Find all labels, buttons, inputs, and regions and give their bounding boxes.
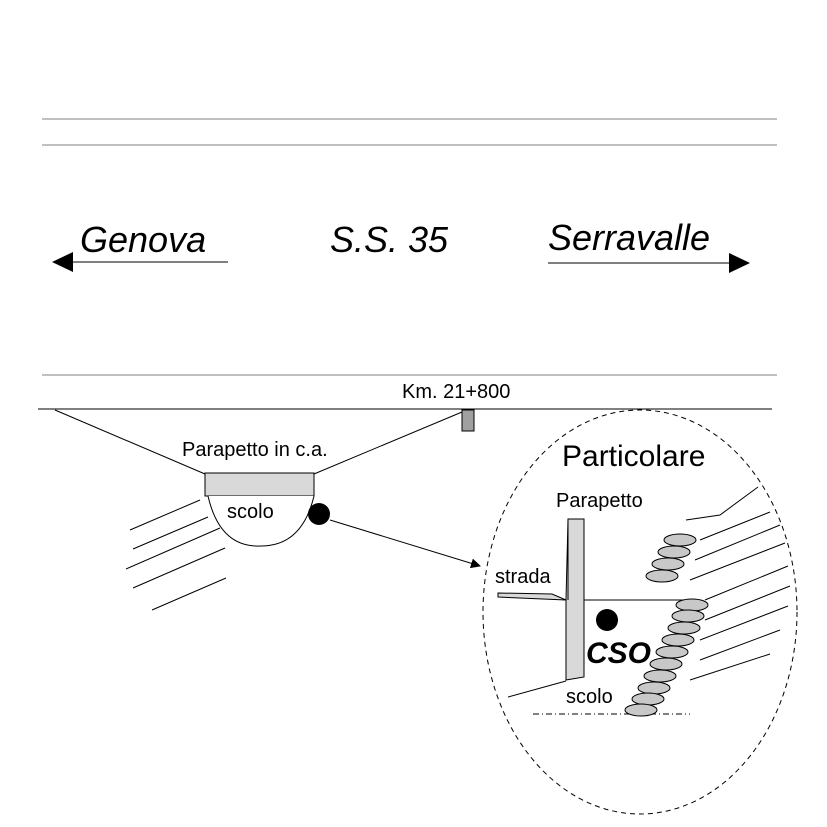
detail-cso-label: CSO <box>586 637 651 670</box>
detail-leader-arrow <box>329 519 481 569</box>
embankment-right-line <box>313 411 463 475</box>
detail-parapet-label: Parapetto <box>556 490 643 512</box>
parapet-label: Parapetto in c.a. <box>182 439 328 461</box>
route-name-label: S.S. 35 <box>330 219 449 260</box>
slope-hatching <box>125 499 227 611</box>
detail-road-surface <box>497 592 567 601</box>
detail-rock-hatching <box>689 511 791 681</box>
kilometer-marker-label: Km. 21+800 <box>402 381 510 403</box>
detail-callout-circle <box>482 409 798 815</box>
detail-title: Particolare <box>562 440 705 473</box>
detail-drain-label: scolo <box>566 686 613 708</box>
detail-lower-slope-line <box>507 680 567 698</box>
parapet-block <box>204 472 315 497</box>
detail-parapet-wall <box>565 518 585 681</box>
right-destination-label: Serravalle <box>548 217 710 258</box>
drain-basin <box>207 495 315 547</box>
kilometer-post <box>461 409 475 432</box>
stone-lining <box>624 533 709 717</box>
embankment-left-line <box>54 409 206 475</box>
detail-road-label: strada <box>495 566 551 588</box>
detail-cso-dot <box>596 609 618 631</box>
detail-slope-edge <box>685 486 759 521</box>
drain-label: scolo <box>227 501 274 523</box>
left-destination-label: Genova <box>80 219 206 260</box>
cso-location-dot <box>308 503 330 525</box>
right-arrow-icon <box>729 253 750 273</box>
left-arrow-icon <box>52 252 73 272</box>
